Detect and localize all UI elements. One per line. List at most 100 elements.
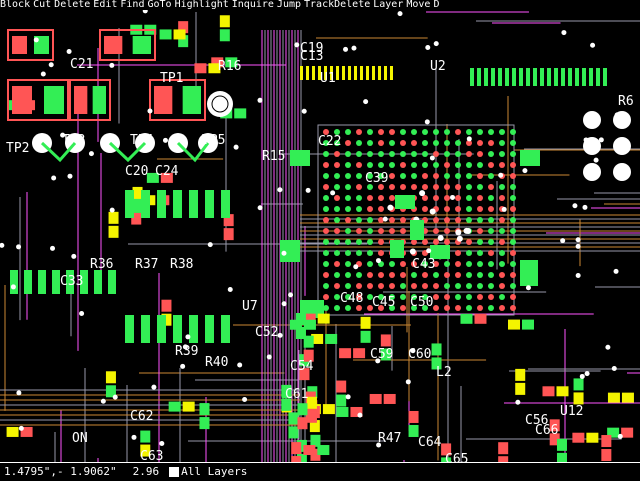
- menu-item-d[interactable]: D: [433, 0, 440, 10]
- smd-pad: [621, 392, 634, 403]
- menu-item-goto[interactable]: GoTo: [147, 0, 172, 10]
- smd-pad: [542, 386, 555, 397]
- bga-ball: [488, 140, 494, 146]
- menu-item-edit[interactable]: Edit: [93, 0, 118, 10]
- menu-item-move[interactable]: Move: [406, 0, 431, 10]
- bga-ball: [499, 294, 505, 300]
- menu-item-trackdelete[interactable]: TrackDelete: [304, 0, 371, 10]
- via: [343, 46, 349, 52]
- via: [227, 287, 233, 293]
- bga-ball: [334, 261, 340, 267]
- bga-ball: [499, 261, 505, 267]
- bga-ball: [510, 239, 516, 245]
- smd-pad: [336, 406, 349, 417]
- bga-ball: [466, 261, 472, 267]
- via: [100, 398, 106, 404]
- smd-pad: [441, 457, 452, 462]
- layer-color-swatch[interactable]: [169, 467, 180, 477]
- smd-pad: [309, 420, 320, 433]
- bga-ball: [378, 173, 384, 179]
- test-point-ring: [211, 95, 229, 113]
- smd-pad: [291, 456, 302, 462]
- smd-pad: [131, 212, 142, 225]
- ic-pin: [125, 190, 134, 218]
- bga-ball: [477, 283, 483, 289]
- smd-pad: [105, 385, 116, 398]
- silkscreen-label: C39: [365, 171, 388, 186]
- via: [363, 99, 369, 105]
- cursor-coordinates: 1.4795",- 1.9062": [4, 465, 117, 478]
- menu-item-block[interactable]: Block: [0, 0, 31, 10]
- smd-pad: [159, 29, 172, 40]
- bga-ball: [488, 228, 494, 234]
- bga-ball: [466, 250, 472, 256]
- smd-pad: [360, 316, 371, 329]
- ic-pin: [141, 315, 150, 343]
- bga-ball: [389, 162, 395, 168]
- bga-ball: [422, 206, 428, 212]
- bga-ball: [400, 305, 406, 311]
- menu-item-delete[interactable]: Delete: [54, 0, 91, 10]
- smd-pad: [573, 392, 584, 405]
- bga-ball: [334, 151, 340, 157]
- component-outline: [69, 79, 111, 121]
- bga-ball: [477, 261, 483, 267]
- ic-pin: [589, 68, 593, 86]
- bga-ball: [345, 250, 351, 256]
- trace-green: [40, 141, 77, 163]
- bga-ball: [510, 305, 516, 311]
- smd-pad: [306, 410, 317, 423]
- menu-item-jump[interactable]: Jump: [276, 0, 302, 10]
- bga-ball: [510, 129, 516, 135]
- bga-ball: [356, 228, 362, 234]
- bga-ball: [422, 162, 428, 168]
- silkscreen-label: TP3: [62, 133, 85, 148]
- via: [501, 206, 507, 212]
- menu-item-inquire[interactable]: Inquire: [231, 0, 274, 10]
- bga-ball: [433, 151, 439, 157]
- active-layer-label[interactable]: All Layers: [181, 465, 248, 478]
- smd-pad: [194, 63, 207, 74]
- menu-item-highlight[interactable]: Highlight: [174, 0, 229, 10]
- menu-item-find[interactable]: Find: [120, 0, 145, 10]
- bga-ball: [378, 129, 384, 135]
- bga-ball: [455, 305, 461, 311]
- bga-ball: [422, 261, 428, 267]
- via: [0, 242, 5, 248]
- ic-pin: [189, 315, 198, 343]
- ic-pin: [519, 68, 523, 86]
- bga-ball: [455, 151, 461, 157]
- smd-pad: [234, 108, 247, 119]
- bga-ball: [510, 173, 516, 179]
- bga-ball: [400, 129, 406, 135]
- via: [450, 194, 456, 200]
- ic-pin: [484, 68, 488, 86]
- silkscreen-label: C63: [140, 449, 163, 462]
- bga-ball: [378, 228, 384, 234]
- via: [257, 97, 263, 103]
- component-outline: [149, 79, 206, 121]
- menu-item-cut[interactable]: Cut: [33, 0, 52, 10]
- bga-ball: [411, 151, 417, 157]
- via: [88, 151, 94, 157]
- bga-ball: [411, 162, 417, 168]
- silkscreen-label: U7: [242, 299, 258, 314]
- smd-pad: [441, 443, 452, 456]
- bga-ball: [455, 162, 461, 168]
- bga-ball: [378, 162, 384, 168]
- smd-pad: [295, 327, 306, 340]
- menu-item-layer[interactable]: Layer: [373, 0, 404, 10]
- pad: [92, 86, 106, 114]
- via: [409, 248, 416, 255]
- bga-ball: [455, 261, 461, 267]
- ic-pin: [360, 66, 363, 80]
- via: [151, 384, 157, 390]
- silkscreen-label: R36: [90, 257, 113, 272]
- smd-pad: [515, 368, 526, 381]
- bga-ball: [356, 294, 362, 300]
- via: [429, 155, 435, 161]
- via: [147, 108, 153, 114]
- bga-ball: [411, 184, 417, 190]
